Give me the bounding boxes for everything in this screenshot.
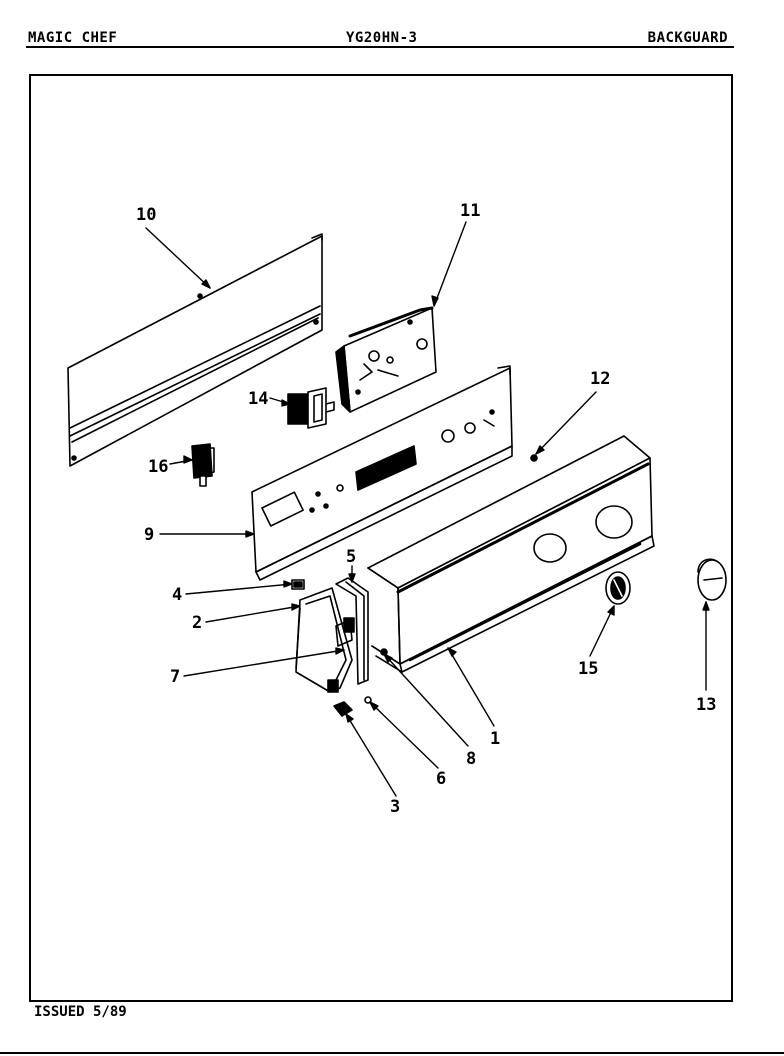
callout-labels: 10 11 12 14 16 9 5 4 2 7 1 8 6 3 15 13: [136, 201, 716, 817]
callout-2: 2: [192, 613, 202, 633]
part-14-switch: [287, 387, 335, 429]
part-10-rear-panel: [67, 233, 323, 467]
part-5-end-cap: [335, 577, 369, 685]
leader-11: [433, 221, 467, 307]
callout-12: 12: [590, 369, 610, 389]
leader-2: [205, 605, 301, 623]
leader-7: [183, 649, 345, 677]
leader-6: [369, 701, 439, 769]
callout-3: 3: [390, 797, 400, 817]
part-1-backguard-housing: [367, 435, 655, 673]
leader-lines: [145, 221, 710, 797]
callout-6: 6: [436, 769, 446, 789]
callout-15: 15: [578, 659, 598, 679]
part-9-control-panel: [251, 365, 513, 581]
callout-14: 14: [248, 389, 268, 409]
callout-7: 7: [170, 667, 180, 687]
leader-4: [185, 583, 293, 595]
bottom-rule: [0, 1052, 784, 1054]
part-16-switch: [191, 443, 215, 487]
part-7-bracket: [335, 617, 355, 647]
leader-3: [345, 713, 397, 797]
callout-5: 5: [346, 547, 356, 567]
part-6-screw: [364, 696, 372, 704]
part-12-screw: [530, 454, 538, 462]
leader-12: [535, 391, 597, 455]
part-3-clip: [333, 701, 353, 717]
callout-1: 1: [490, 729, 500, 749]
header-section: BACKGUARD: [647, 30, 728, 46]
leader-10: [145, 227, 211, 289]
leader-15: [589, 605, 615, 657]
issued-date: ISSUED 5/89: [34, 1004, 127, 1020]
callout-4: 4: [172, 585, 182, 605]
part-15-knob: [605, 571, 631, 605]
header-rule: [26, 46, 734, 48]
callout-9: 9: [144, 525, 154, 545]
header-brand: MAGIC CHEF: [28, 30, 118, 46]
part-2-side-trim: [295, 587, 353, 693]
callout-16: 16: [148, 457, 168, 477]
callout-11: 11: [460, 201, 480, 221]
leader-1: [447, 647, 495, 727]
part-13-knob: [697, 558, 727, 601]
callout-13: 13: [696, 695, 716, 715]
part-4-clip: [291, 579, 305, 590]
diagram-frame: [29, 74, 733, 1002]
leader-8: [383, 653, 469, 747]
callout-10: 10: [136, 205, 156, 225]
callout-8: 8: [466, 749, 476, 769]
header-model: YG20HN-3: [346, 30, 418, 46]
part-11-control-board: [335, 306, 437, 413]
